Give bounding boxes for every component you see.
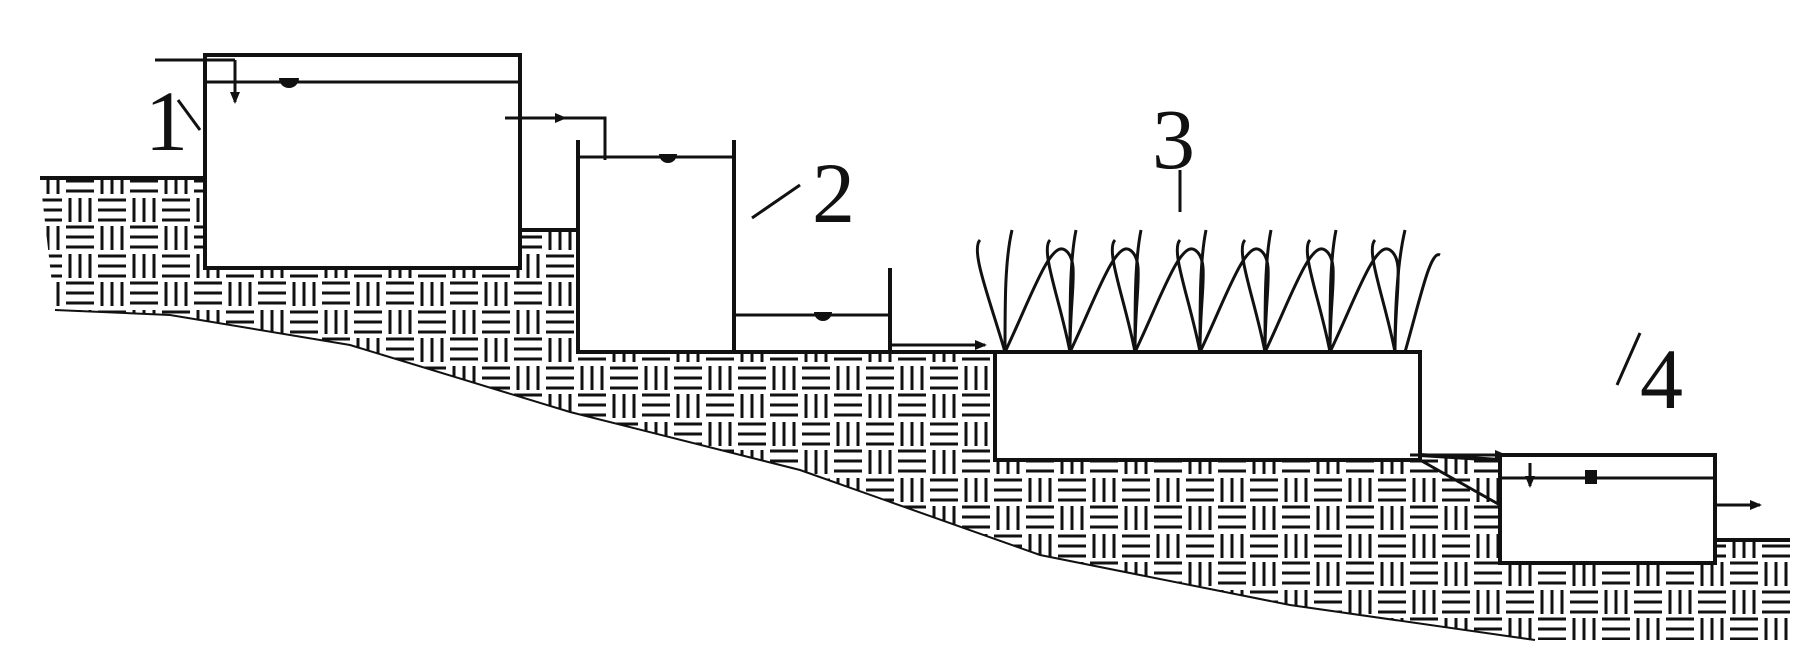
wetland-bed-3 bbox=[975, 229, 1441, 462]
plant-icon bbox=[975, 229, 1441, 353]
leader-4 bbox=[1615, 332, 1642, 386]
tank-1-body bbox=[203, 53, 522, 270]
leader-lines bbox=[176, 99, 1642, 386]
tank-2-body bbox=[576, 140, 736, 354]
tank-2 bbox=[576, 140, 736, 354]
leader-1 bbox=[176, 99, 202, 131]
water-level-icon bbox=[814, 312, 832, 321]
pipe-3-to-4 bbox=[1410, 450, 1507, 507]
overflow-slope bbox=[1419, 458, 1501, 507]
ground-hatching-icon bbox=[40, 178, 1790, 640]
tank-1 bbox=[155, 53, 522, 270]
chamber-body bbox=[734, 268, 892, 354]
leader-2 bbox=[751, 183, 801, 220]
tank-4 bbox=[1498, 453, 1762, 565]
small-chamber bbox=[734, 268, 987, 354]
tank-4-body bbox=[1498, 453, 1717, 565]
water-level-icon bbox=[1585, 470, 1597, 484]
pipe-segment bbox=[565, 116, 607, 160]
wetland-bed-body bbox=[993, 350, 1422, 462]
label-2: 2 bbox=[812, 145, 855, 241]
label-4: 4 bbox=[1640, 331, 1683, 427]
label-3: 3 bbox=[1152, 91, 1195, 187]
water-level-icon bbox=[659, 154, 677, 163]
label-1: 1 bbox=[145, 73, 188, 169]
ground-slope-edge bbox=[54, 309, 1536, 641]
water-level-icon bbox=[279, 78, 299, 88]
